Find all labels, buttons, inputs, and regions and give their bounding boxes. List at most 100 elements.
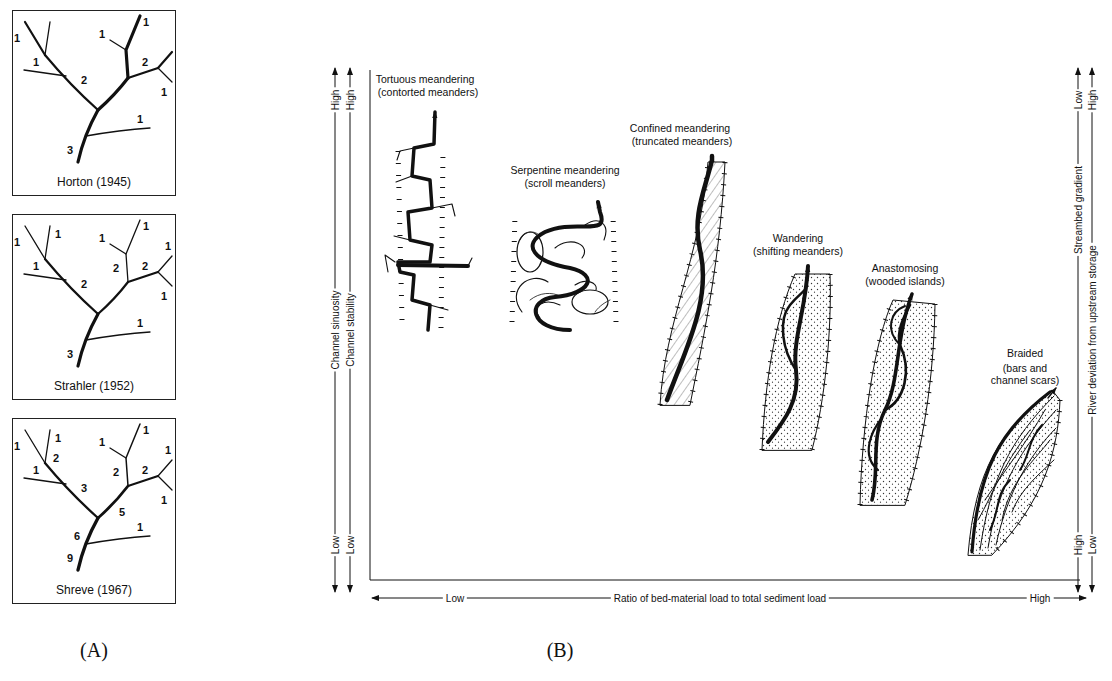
- confined-channel: [660, 162, 725, 405]
- horton-tree: [98, 78, 128, 110]
- stream-order-number: 2: [142, 260, 148, 272]
- stream-order-number: 3: [67, 144, 73, 156]
- panel-caption: Horton (1945): [57, 175, 131, 189]
- method-panel: Shreve (1967): [12, 418, 176, 604]
- stream-order-number: 2: [113, 466, 119, 478]
- tortuous-channel: [398, 112, 435, 330]
- stream-order-number: 3: [81, 482, 87, 494]
- stream-order-number: 1: [14, 32, 20, 44]
- strahler-tree: [24, 274, 66, 280]
- shreve-tree: [24, 478, 66, 484]
- braided-channel: [968, 388, 1060, 555]
- stream-tree: [24, 16, 172, 570]
- stream-order-number: 1: [14, 236, 20, 248]
- channel-type-label: Braided: [1007, 347, 1043, 359]
- strahler-tree: [98, 282, 128, 314]
- anastomosing-channel: [872, 294, 912, 500]
- shreve-tree: [126, 424, 140, 486]
- stream-order-number: 1: [165, 444, 171, 456]
- panel-caption: Strahler (1952): [54, 379, 134, 393]
- axis-label: Low: [1073, 89, 1084, 111]
- stream-order-number: 1: [161, 290, 167, 302]
- braided-channel: [990, 425, 1042, 530]
- axis-label: High: [1087, 88, 1098, 113]
- wandering-channel: [768, 266, 808, 442]
- shreve-tree: [158, 476, 172, 490]
- channel-type-label: (scroll meanders): [524, 177, 605, 189]
- axes: [370, 70, 371, 580]
- stream-order-number: 2: [53, 452, 59, 464]
- stream-order-number: 1: [55, 432, 61, 444]
- stream-order-number: 1: [143, 424, 149, 436]
- axis-label: High: [1073, 533, 1084, 558]
- shreve-tree: [24, 424, 172, 570]
- panel-caption: Shreve (1967): [56, 583, 132, 597]
- horton-tree: [158, 52, 172, 68]
- stream-order-number: 1: [137, 521, 143, 533]
- stream-order-number: 1: [33, 56, 39, 68]
- braided-channel: [978, 396, 1056, 550]
- horton-tree: [24, 16, 172, 162]
- stream-order-number: 1: [99, 436, 105, 448]
- axis-label: Streambed gradient: [1073, 164, 1084, 256]
- shreve-tree: [45, 430, 50, 463]
- shreve-tree: [98, 486, 128, 518]
- horton-tree: [128, 68, 158, 78]
- axis-label: River deviation from upstream storage: [1087, 243, 1098, 417]
- horton-tree: [24, 70, 66, 76]
- horton-tree: [45, 55, 98, 110]
- shreve-tree: [86, 536, 150, 544]
- axis-label: High: [330, 88, 341, 113]
- panel-label: (B): [547, 639, 574, 662]
- stream-order-number: 1: [137, 317, 143, 329]
- braided-channel: [968, 390, 1060, 555]
- tortuous-channel: [398, 150, 402, 320]
- braided-channel: [1048, 388, 1056, 398]
- anastomosing-channel: [860, 294, 935, 505]
- stream-order-number: 3: [67, 348, 73, 360]
- axes: [1078, 68, 1079, 592]
- channel-type-label: Wandering: [773, 232, 823, 244]
- channel-type-label: Anastomosing: [872, 262, 939, 274]
- wandering-channel: [812, 274, 830, 450]
- tortuous-channel: [385, 112, 472, 330]
- stream-order-number: 1: [143, 16, 149, 28]
- confined-channel: [660, 156, 725, 405]
- shreve-tree: [110, 448, 126, 458]
- stream-order-number: 9: [67, 552, 73, 564]
- horton-tree: [158, 68, 172, 82]
- shreve-tree: [25, 430, 45, 463]
- horton-tree: [25, 22, 45, 55]
- channel-type-label: Tortuous meandering: [376, 73, 475, 85]
- channel-sketches: [385, 112, 1060, 555]
- anastomosing-channel: [860, 300, 935, 505]
- strahler-tree: [86, 332, 150, 340]
- channel-type-label: (contorted meanders): [378, 86, 478, 98]
- stream-order-number: 1: [99, 232, 105, 244]
- panel-label: (A): [80, 639, 108, 662]
- stream-order-number: 2: [81, 278, 87, 290]
- braided-channel: [992, 400, 1060, 555]
- stream-order-number: 2: [81, 74, 87, 86]
- channel-type-label: (shifting meanders): [753, 245, 843, 257]
- serpentine-channel: [516, 221, 605, 318]
- stream-order-number: 5: [119, 506, 125, 518]
- channel-type-label: Confined meandering: [630, 122, 730, 134]
- channel-type-label: (truncated meanders): [632, 135, 732, 147]
- strahler-tree: [126, 220, 140, 282]
- wandering-channel: [762, 266, 830, 450]
- axis-label: High: [345, 88, 356, 113]
- axes: [370, 580, 1080, 581]
- axis-label: Low: [330, 534, 341, 556]
- axis-label: Low: [1087, 534, 1098, 556]
- channel-type-label: Serpentine meandering: [510, 164, 619, 176]
- serpentine-channel: [512, 215, 515, 322]
- stream-order-number: 1: [33, 260, 39, 272]
- horton-tree: [110, 40, 126, 50]
- method-panel: Strahler (1952): [12, 214, 176, 400]
- serpentine-channel: [613, 215, 616, 322]
- axis-label: Channel stability: [345, 291, 356, 368]
- axis-label: Low: [345, 534, 356, 556]
